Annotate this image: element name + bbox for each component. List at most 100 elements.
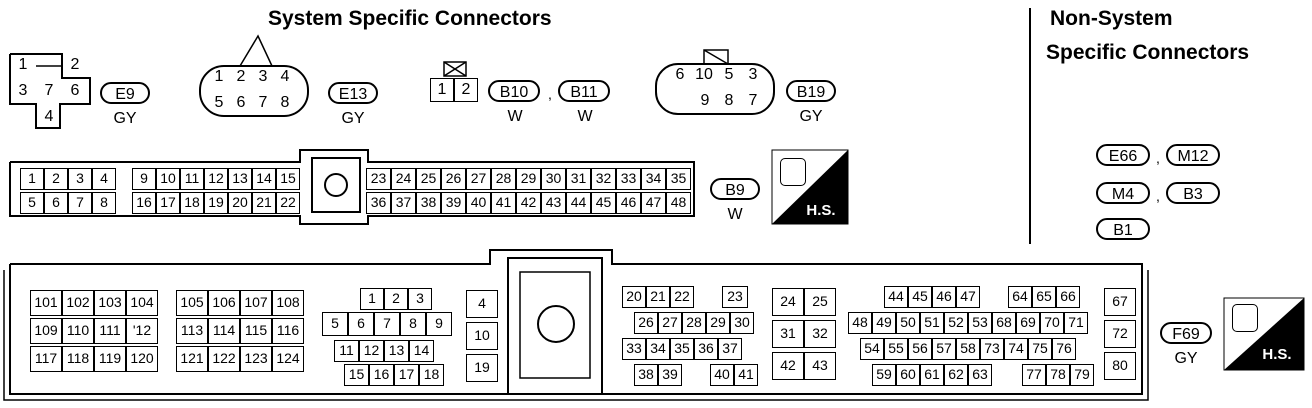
pin: 6 bbox=[44, 192, 68, 214]
pin: 45 bbox=[591, 192, 616, 214]
pin: 75 bbox=[1028, 338, 1052, 360]
pin: 35 bbox=[666, 168, 691, 190]
pin: 40 bbox=[710, 364, 734, 386]
pin: 62 bbox=[944, 364, 968, 386]
pin: 106 bbox=[208, 290, 240, 316]
pin: 72 bbox=[1104, 320, 1136, 348]
pin: 78 bbox=[1046, 364, 1070, 386]
pin: 117 bbox=[30, 346, 62, 372]
pin: 124 bbox=[272, 346, 304, 372]
connector-code-m4: M4 bbox=[1096, 182, 1150, 204]
pin: 58 bbox=[956, 338, 980, 360]
pin: 3 bbox=[258, 68, 268, 85]
pin: 5 bbox=[214, 94, 224, 111]
pin: 20 bbox=[622, 286, 646, 308]
pin: 22 bbox=[670, 286, 694, 308]
pin: 76 bbox=[1052, 338, 1076, 360]
separator-comma: , bbox=[1156, 188, 1160, 204]
pin: 3 bbox=[748, 66, 758, 83]
system-specific-heading: System Specific Connectors bbox=[268, 7, 552, 30]
pin: 32 bbox=[591, 168, 616, 190]
pin: 1 bbox=[20, 168, 44, 190]
pin: 43 bbox=[804, 352, 836, 380]
pin: 24 bbox=[391, 168, 416, 190]
pin: 74 bbox=[1004, 338, 1028, 360]
pin: 10 bbox=[156, 168, 180, 190]
pin: 70 bbox=[1040, 312, 1064, 334]
pin: 71 bbox=[1064, 312, 1088, 334]
pin: 14 bbox=[409, 340, 434, 362]
pin: 111 bbox=[94, 318, 126, 344]
pin: 9 bbox=[426, 312, 452, 336]
pin: 6 bbox=[70, 82, 80, 99]
pin: 38 bbox=[416, 192, 441, 214]
pin: 29 bbox=[706, 312, 730, 334]
wire-color-b9: W bbox=[727, 206, 743, 223]
separator-comma: , bbox=[1156, 150, 1160, 166]
pin: 80 bbox=[1104, 352, 1136, 380]
pin: 10 bbox=[466, 322, 498, 350]
pin: 38 bbox=[634, 364, 658, 386]
pin: 2 bbox=[70, 56, 80, 73]
connector-code-f69: F69 bbox=[1160, 322, 1212, 344]
pin: 25 bbox=[804, 288, 836, 316]
pin: 8 bbox=[724, 92, 734, 109]
connector-code-b1: B1 bbox=[1096, 218, 1150, 240]
pin: 36 bbox=[366, 192, 391, 214]
pin: 15 bbox=[276, 168, 300, 190]
pin: 55 bbox=[884, 338, 908, 360]
pin: 101 bbox=[30, 290, 62, 316]
pin: 4 bbox=[280, 68, 290, 85]
pin: 28 bbox=[491, 168, 516, 190]
pin: 1 bbox=[18, 56, 28, 73]
pin: 121 bbox=[176, 346, 208, 372]
pin: 8 bbox=[400, 312, 426, 336]
wire-color-b11: W bbox=[577, 108, 593, 125]
pin: 5 bbox=[724, 66, 734, 83]
pin: 42 bbox=[772, 352, 804, 380]
pin: 29 bbox=[516, 168, 541, 190]
pin: 11 bbox=[334, 340, 359, 362]
pin: 16 bbox=[132, 192, 156, 214]
pin: 4 bbox=[44, 108, 54, 125]
pin: 18 bbox=[180, 192, 204, 214]
connector-code-b19: B19 bbox=[786, 80, 836, 102]
pin: 41 bbox=[491, 192, 516, 214]
pin: 7 bbox=[374, 312, 400, 336]
pin: 35 bbox=[670, 338, 694, 360]
connector-code-b3: B3 bbox=[1166, 182, 1220, 204]
pin: 109 bbox=[30, 318, 62, 344]
pin: 64 bbox=[1008, 286, 1032, 308]
pin: 67 bbox=[1104, 288, 1136, 316]
pin: 21 bbox=[252, 192, 276, 214]
connector-code-b10: B10 bbox=[488, 80, 540, 102]
pin: 108 bbox=[272, 290, 304, 316]
pin: 56 bbox=[908, 338, 932, 360]
pin: 46 bbox=[616, 192, 641, 214]
pin: 6 bbox=[348, 312, 374, 336]
pin: 19 bbox=[466, 354, 498, 382]
pin: 118 bbox=[62, 346, 94, 372]
pin: 2 bbox=[454, 78, 478, 102]
pin: 119 bbox=[94, 346, 126, 372]
pin: 19 bbox=[204, 192, 228, 214]
pin: 48 bbox=[666, 192, 691, 214]
pin: 110 bbox=[62, 318, 94, 344]
pin: 3 bbox=[68, 168, 92, 190]
pin: 12 bbox=[204, 168, 228, 190]
wire-color-b10: W bbox=[507, 108, 523, 125]
pin: 2 bbox=[236, 68, 246, 85]
pin: 36 bbox=[694, 338, 718, 360]
pin: 14 bbox=[252, 168, 276, 190]
pin: 4 bbox=[466, 290, 498, 318]
pin: 11 bbox=[180, 168, 204, 190]
pin: 7 bbox=[44, 82, 54, 99]
pin: 7 bbox=[258, 94, 268, 111]
pin: 44 bbox=[884, 286, 908, 308]
pin: 16 bbox=[369, 364, 394, 386]
pin: 123 bbox=[240, 346, 272, 372]
connector-code-e66: E66 bbox=[1096, 144, 1150, 166]
pin: 24 bbox=[772, 288, 804, 316]
pin: 47 bbox=[956, 286, 980, 308]
pin: 73 bbox=[980, 338, 1004, 360]
